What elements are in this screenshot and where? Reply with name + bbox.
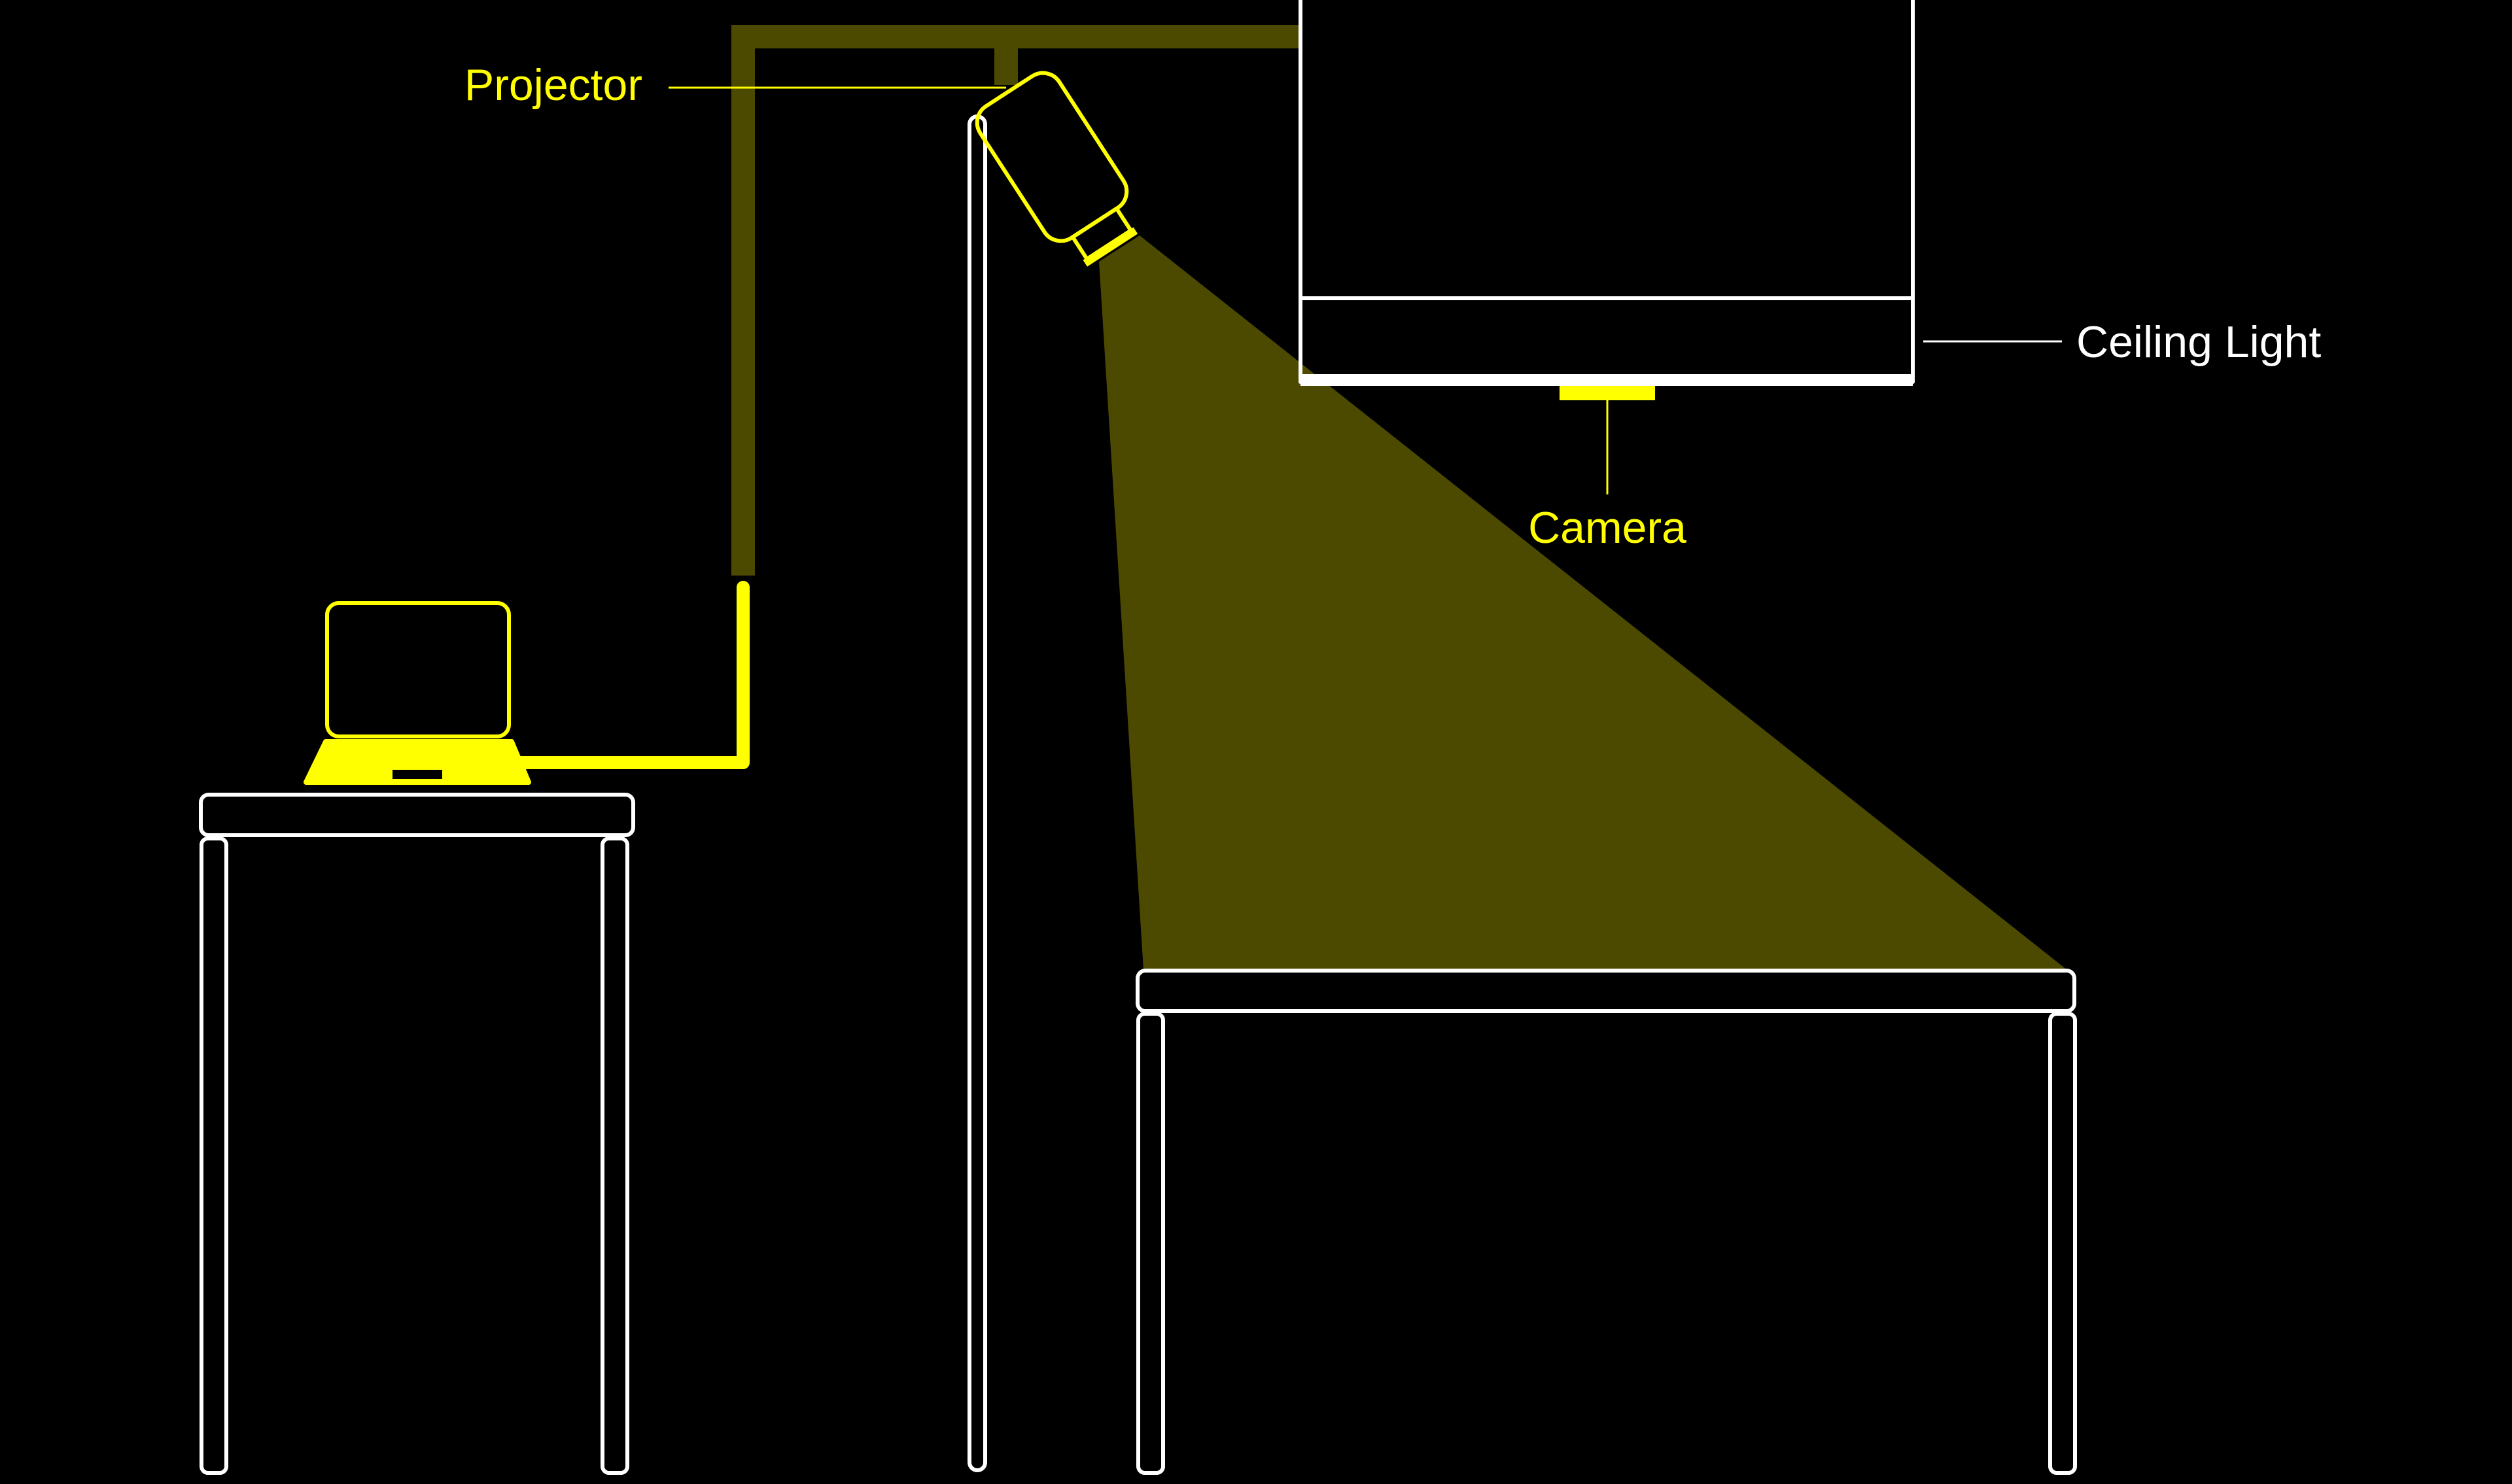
ceiling-light [1299, 0, 1915, 386]
right-table-leg [2048, 1012, 2077, 1475]
left-table-leg [200, 837, 228, 1475]
laptop-cable [514, 581, 750, 769]
laptop-screen [325, 601, 511, 738]
left-table-leg [601, 837, 629, 1475]
ceiling-cable [731, 25, 1299, 576]
projector [975, 71, 1138, 267]
right-table-top [1136, 969, 2076, 1013]
laptop-trackpad [392, 770, 442, 779]
laptop-base [304, 739, 531, 785]
camera-label: Camera [1528, 503, 1686, 553]
laptop [304, 601, 531, 785]
projector-beam [1099, 235, 2067, 970]
left-table-top [199, 793, 635, 837]
left-table [199, 793, 635, 1475]
ceiling-light-label: Ceiling Light [2076, 317, 2321, 367]
projector-lens-rim [1083, 227, 1138, 267]
projector-label: Projector [464, 60, 642, 110]
right-table-leg [1136, 1012, 1165, 1475]
right-table [1136, 969, 2077, 1475]
camera-device [1560, 386, 1655, 400]
